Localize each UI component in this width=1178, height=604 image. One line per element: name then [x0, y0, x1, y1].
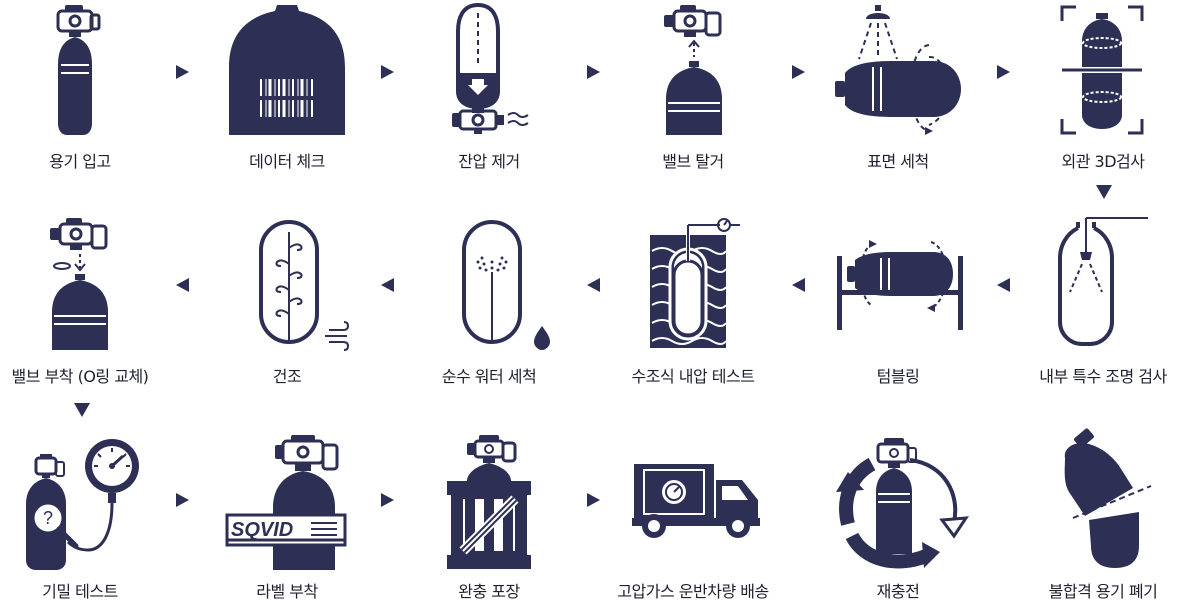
label-brand-text: SQVID: [231, 519, 293, 541]
arrow-right-icon: [997, 65, 1010, 79]
recharge-cycle-icon: [836, 438, 969, 569]
water-jacket-test-icon: [650, 218, 740, 348]
leak-test-gauge-icon: ?: [26, 439, 139, 570]
arrow-left-icon: [587, 278, 600, 292]
step-label: 밸브 부착 (O링 교체): [11, 367, 149, 386]
step-label: 밸브 탈거: [662, 152, 724, 171]
step-label: 고압가스 운반차량 배송: [617, 582, 769, 601]
step-label: 수조식 내압 테스트: [631, 367, 755, 386]
surface-shower-icon: [835, 5, 961, 135]
arrow-left-icon: [176, 278, 189, 292]
cylinder-with-valve-icon: [56, 5, 101, 135]
valve-removal-icon: [664, 5, 722, 135]
step-label: 텀블링: [876, 367, 920, 386]
valve-attach-oring-icon: [50, 218, 108, 350]
internal-light-inspection-icon: [1058, 217, 1148, 346]
broken-cylinder-icon: [1064, 428, 1152, 568]
arrow-right-icon: [176, 65, 189, 79]
svg-text:?: ?: [43, 508, 53, 528]
step-label: 표면 세척: [867, 152, 929, 171]
step-label: 순수 워터 세척: [441, 367, 537, 386]
arrow-left-icon: [792, 278, 805, 292]
label-sqvid-icon: SQVID: [225, 435, 347, 570]
cylinder-barcode-icon: [229, 5, 345, 135]
cylinder-pressure-release-icon: [452, 2, 529, 134]
step-label: 완충 포장: [458, 582, 520, 601]
arrow-right-icon: [176, 493, 189, 507]
3d-scan-icon: [1060, 5, 1144, 135]
step-label: 내부 특수 조명 검사: [1039, 367, 1167, 386]
arrow-left-icon: [997, 278, 1010, 292]
arrow-left-icon: [381, 278, 394, 292]
arrow-right-icon: [381, 493, 394, 507]
step-label: 건조: [272, 367, 302, 386]
tumbling-icon: [837, 240, 963, 330]
step-label: 재충전: [876, 582, 920, 601]
arrow-down-icon: [74, 403, 90, 417]
step-label: 잔압 제거: [458, 152, 520, 171]
drying-icon: [259, 220, 350, 351]
delivery-truck-icon: [632, 464, 760, 538]
arrow-down-icon: [1096, 185, 1112, 199]
step-label: 데이터 체크: [249, 152, 325, 171]
arrow-right-icon: [587, 65, 600, 79]
arrow-right-icon: [587, 493, 600, 507]
arrow-right-icon: [381, 65, 394, 79]
step-label: 불합격 용기 폐기: [1048, 582, 1158, 601]
step-label: 외관 3D검사: [1061, 152, 1145, 171]
arrow-right-icon: [792, 65, 805, 79]
step-label: 용기 입고: [49, 152, 111, 171]
water-wash-icon: [462, 220, 550, 350]
step-label: 라벨 부착: [256, 582, 318, 601]
step-label: 기밀 테스트: [42, 582, 118, 601]
crate-packing-icon: [447, 435, 531, 569]
